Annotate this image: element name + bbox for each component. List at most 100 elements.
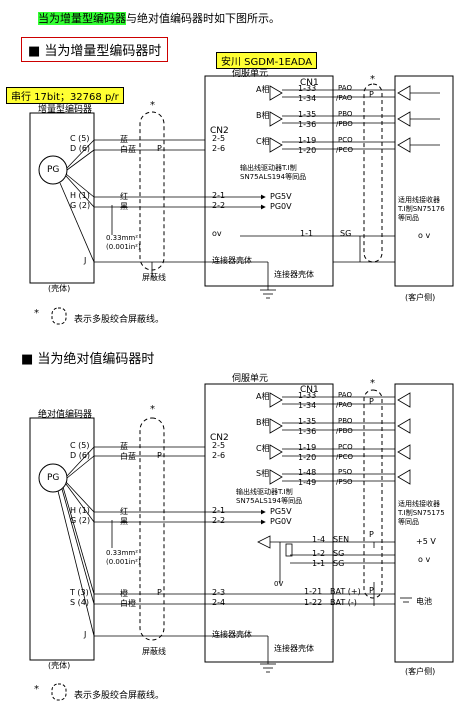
bottom-pin-133: 1-33 bbox=[298, 391, 317, 400]
bottom-driver-note-2: SN75ALS194等同品 bbox=[236, 497, 303, 505]
bottom-pin-119: 1-19 bbox=[298, 443, 317, 452]
top-pin-j: J bbox=[84, 256, 87, 265]
top-star: * bbox=[150, 100, 155, 111]
intro-line: 当为增量型编码器与绝对值编码器时如下图所示。 bbox=[38, 10, 280, 26]
top-pin-h: H (1) bbox=[70, 191, 90, 200]
bottom-pin-11: 1-1 bbox=[312, 559, 326, 568]
bottom-plus5v: +5 V bbox=[416, 537, 436, 546]
bottom-sig-pg0v: PG0V bbox=[270, 517, 292, 526]
bottom-receiver-note-3: 等同品 bbox=[398, 518, 419, 526]
bottom-pin-t: T (3) bbox=[70, 588, 89, 597]
bottom-section-title: ■ 当为绝对值编码器时 bbox=[21, 352, 155, 367]
top-shield-label: 屏蔽线 bbox=[142, 273, 166, 282]
bottom-cn-26: 2-6 bbox=[212, 451, 226, 460]
bottom-pin-121: 1-21 bbox=[304, 587, 323, 596]
bottom-sig-pbo: PBO bbox=[338, 417, 353, 425]
top-cn1-p-mark: P bbox=[369, 90, 374, 99]
top-sig-npbo: /PBO bbox=[336, 120, 353, 128]
bottom-sg-2: SG bbox=[333, 559, 345, 568]
top-phase-b: B相 bbox=[256, 111, 270, 120]
bottom-color-whiteblue: 白蓝 bbox=[120, 452, 136, 461]
bottom-cn1-p-mark-1: P bbox=[369, 397, 374, 406]
bottom-cn1-p-mark-2: P bbox=[369, 530, 374, 539]
bottom-pin-c: C (5) bbox=[70, 441, 90, 450]
bottom-pin-14: 1-4 bbox=[312, 535, 326, 544]
top-pin-135: 1-35 bbox=[298, 110, 317, 119]
top-pin-134: 1-34 bbox=[298, 94, 317, 103]
bottom-battery-label: 电池 bbox=[416, 597, 432, 606]
top-pin-d: D (6) bbox=[70, 144, 91, 153]
top-cn1-shield bbox=[363, 83, 383, 263]
top-sig-pg5v: PG5V bbox=[270, 192, 292, 201]
top-pin-g: G (2) bbox=[70, 201, 91, 210]
top-phase-c: C相 bbox=[256, 137, 270, 146]
top-cn1-label: CN1 bbox=[300, 78, 319, 88]
top-receiver-note-1: 适用线接收器 bbox=[398, 196, 440, 204]
bottom-wire-spec: 0.33mm² (0.001in²) bbox=[106, 549, 141, 567]
bottom-color-black: 黑 bbox=[120, 517, 128, 526]
top-sig-npao: /PAO bbox=[336, 94, 353, 102]
bottom-cn-21: 2-1 bbox=[212, 506, 226, 515]
bottom-pin-g: G (2) bbox=[70, 516, 91, 525]
bottom-pin-s: S (4) bbox=[70, 598, 89, 607]
top-wire-spec-1: 0.33mm² bbox=[106, 234, 139, 242]
top-p-mark: P bbox=[157, 144, 162, 153]
intro-rest: 与绝对值编码器时如下图所示。 bbox=[126, 12, 280, 25]
top-color-whiteblue: 白蓝 bbox=[120, 145, 136, 154]
top-driver-note-2: SN75ALS194等同品 bbox=[240, 173, 307, 181]
bottom-sig-pg5v: PG5V bbox=[270, 507, 292, 516]
bottom-servo-box bbox=[204, 383, 334, 663]
bottom-pin-136: 1-36 bbox=[298, 427, 317, 436]
top-phase-a: A相 bbox=[256, 85, 270, 94]
top-sig-npco: /PCO bbox=[336, 146, 353, 154]
top-serial-badge: 串行 17bit；32768 p/r bbox=[6, 87, 124, 104]
bottom-color-blue: 蓝 bbox=[120, 442, 128, 451]
bottom-client-box bbox=[394, 383, 454, 663]
top-receiver-note: 适用线接收器 T.I制SN75176 等同品 bbox=[398, 196, 445, 223]
top-wire-spec: 0.33mm² (0.001in²) bbox=[106, 234, 141, 252]
bottom-pin-d: D (6) bbox=[70, 451, 91, 460]
bottom-color-orange: 橙 bbox=[120, 589, 128, 598]
bottom-sig-npco: /PCO bbox=[336, 453, 353, 461]
top-servo-box bbox=[204, 75, 334, 287]
bottom-receiver-note-1: 适用线接收器 bbox=[398, 500, 440, 508]
top-legend-shield-icon bbox=[51, 307, 67, 325]
top-driver-note: 输出线驱动器T.I制 SN75ALS194等同品 bbox=[240, 164, 306, 182]
top-cn-22: 2-2 bbox=[212, 201, 226, 210]
top-cn-25: 2-5 bbox=[212, 134, 226, 143]
top-legend-text: 表示多股绞合屏蔽线。 bbox=[74, 315, 165, 325]
bottom-receiver-note: 适用线接收器 T.I制SN75175 等同品 bbox=[398, 500, 445, 527]
bottom-client-label: (客户侧) bbox=[405, 667, 436, 676]
bottom-o-v: o v bbox=[418, 555, 431, 564]
bottom-pin-134: 1-34 bbox=[298, 401, 317, 410]
bottom-sig-pso: PSO bbox=[338, 468, 353, 476]
bottom-cn1-label: CN1 bbox=[300, 385, 319, 395]
top-pin-120: 1-20 bbox=[298, 146, 317, 155]
bottom-sen: SEN bbox=[333, 535, 350, 544]
bottom-cn1-shield bbox=[363, 389, 383, 599]
top-sg: SG bbox=[340, 229, 352, 238]
bottom-phase-s: S相 bbox=[256, 469, 270, 478]
top-ov: ov bbox=[212, 229, 222, 238]
bottom-p-mark-2: P bbox=[157, 588, 162, 597]
bottom-color-red: 红 bbox=[120, 507, 128, 516]
top-shell-label: (壳体) bbox=[48, 284, 71, 293]
top-color-blue: 蓝 bbox=[120, 135, 128, 144]
top-sig-pbo: PBO bbox=[338, 110, 353, 118]
top-receiver-note-3: 等同品 bbox=[398, 214, 419, 222]
bottom-shield-ellipse bbox=[139, 417, 165, 641]
top-pin-11: 1-1 bbox=[300, 229, 314, 238]
bottom-color-whiteorange: 白橙 bbox=[120, 599, 136, 608]
bottom-phase-c: C相 bbox=[256, 444, 270, 453]
top-encoder-label: 增量型编码器 bbox=[38, 105, 93, 115]
bottom-pin-148: 1-48 bbox=[298, 468, 317, 477]
bottom-cn2-label: CN2 bbox=[210, 433, 229, 443]
bottom-sig-pao: PAO bbox=[338, 391, 352, 399]
top-conn-shell-2: 连接器壳体 bbox=[274, 270, 314, 279]
top-encoder-box bbox=[29, 112, 95, 284]
bottom-encoder-box bbox=[29, 417, 95, 661]
bottom-cn-22: 2-2 bbox=[212, 516, 226, 525]
top-client-label: (客户侧) bbox=[405, 293, 436, 302]
top-color-black: 黑 bbox=[120, 202, 128, 211]
bottom-pin-122: 1-22 bbox=[304, 598, 323, 607]
